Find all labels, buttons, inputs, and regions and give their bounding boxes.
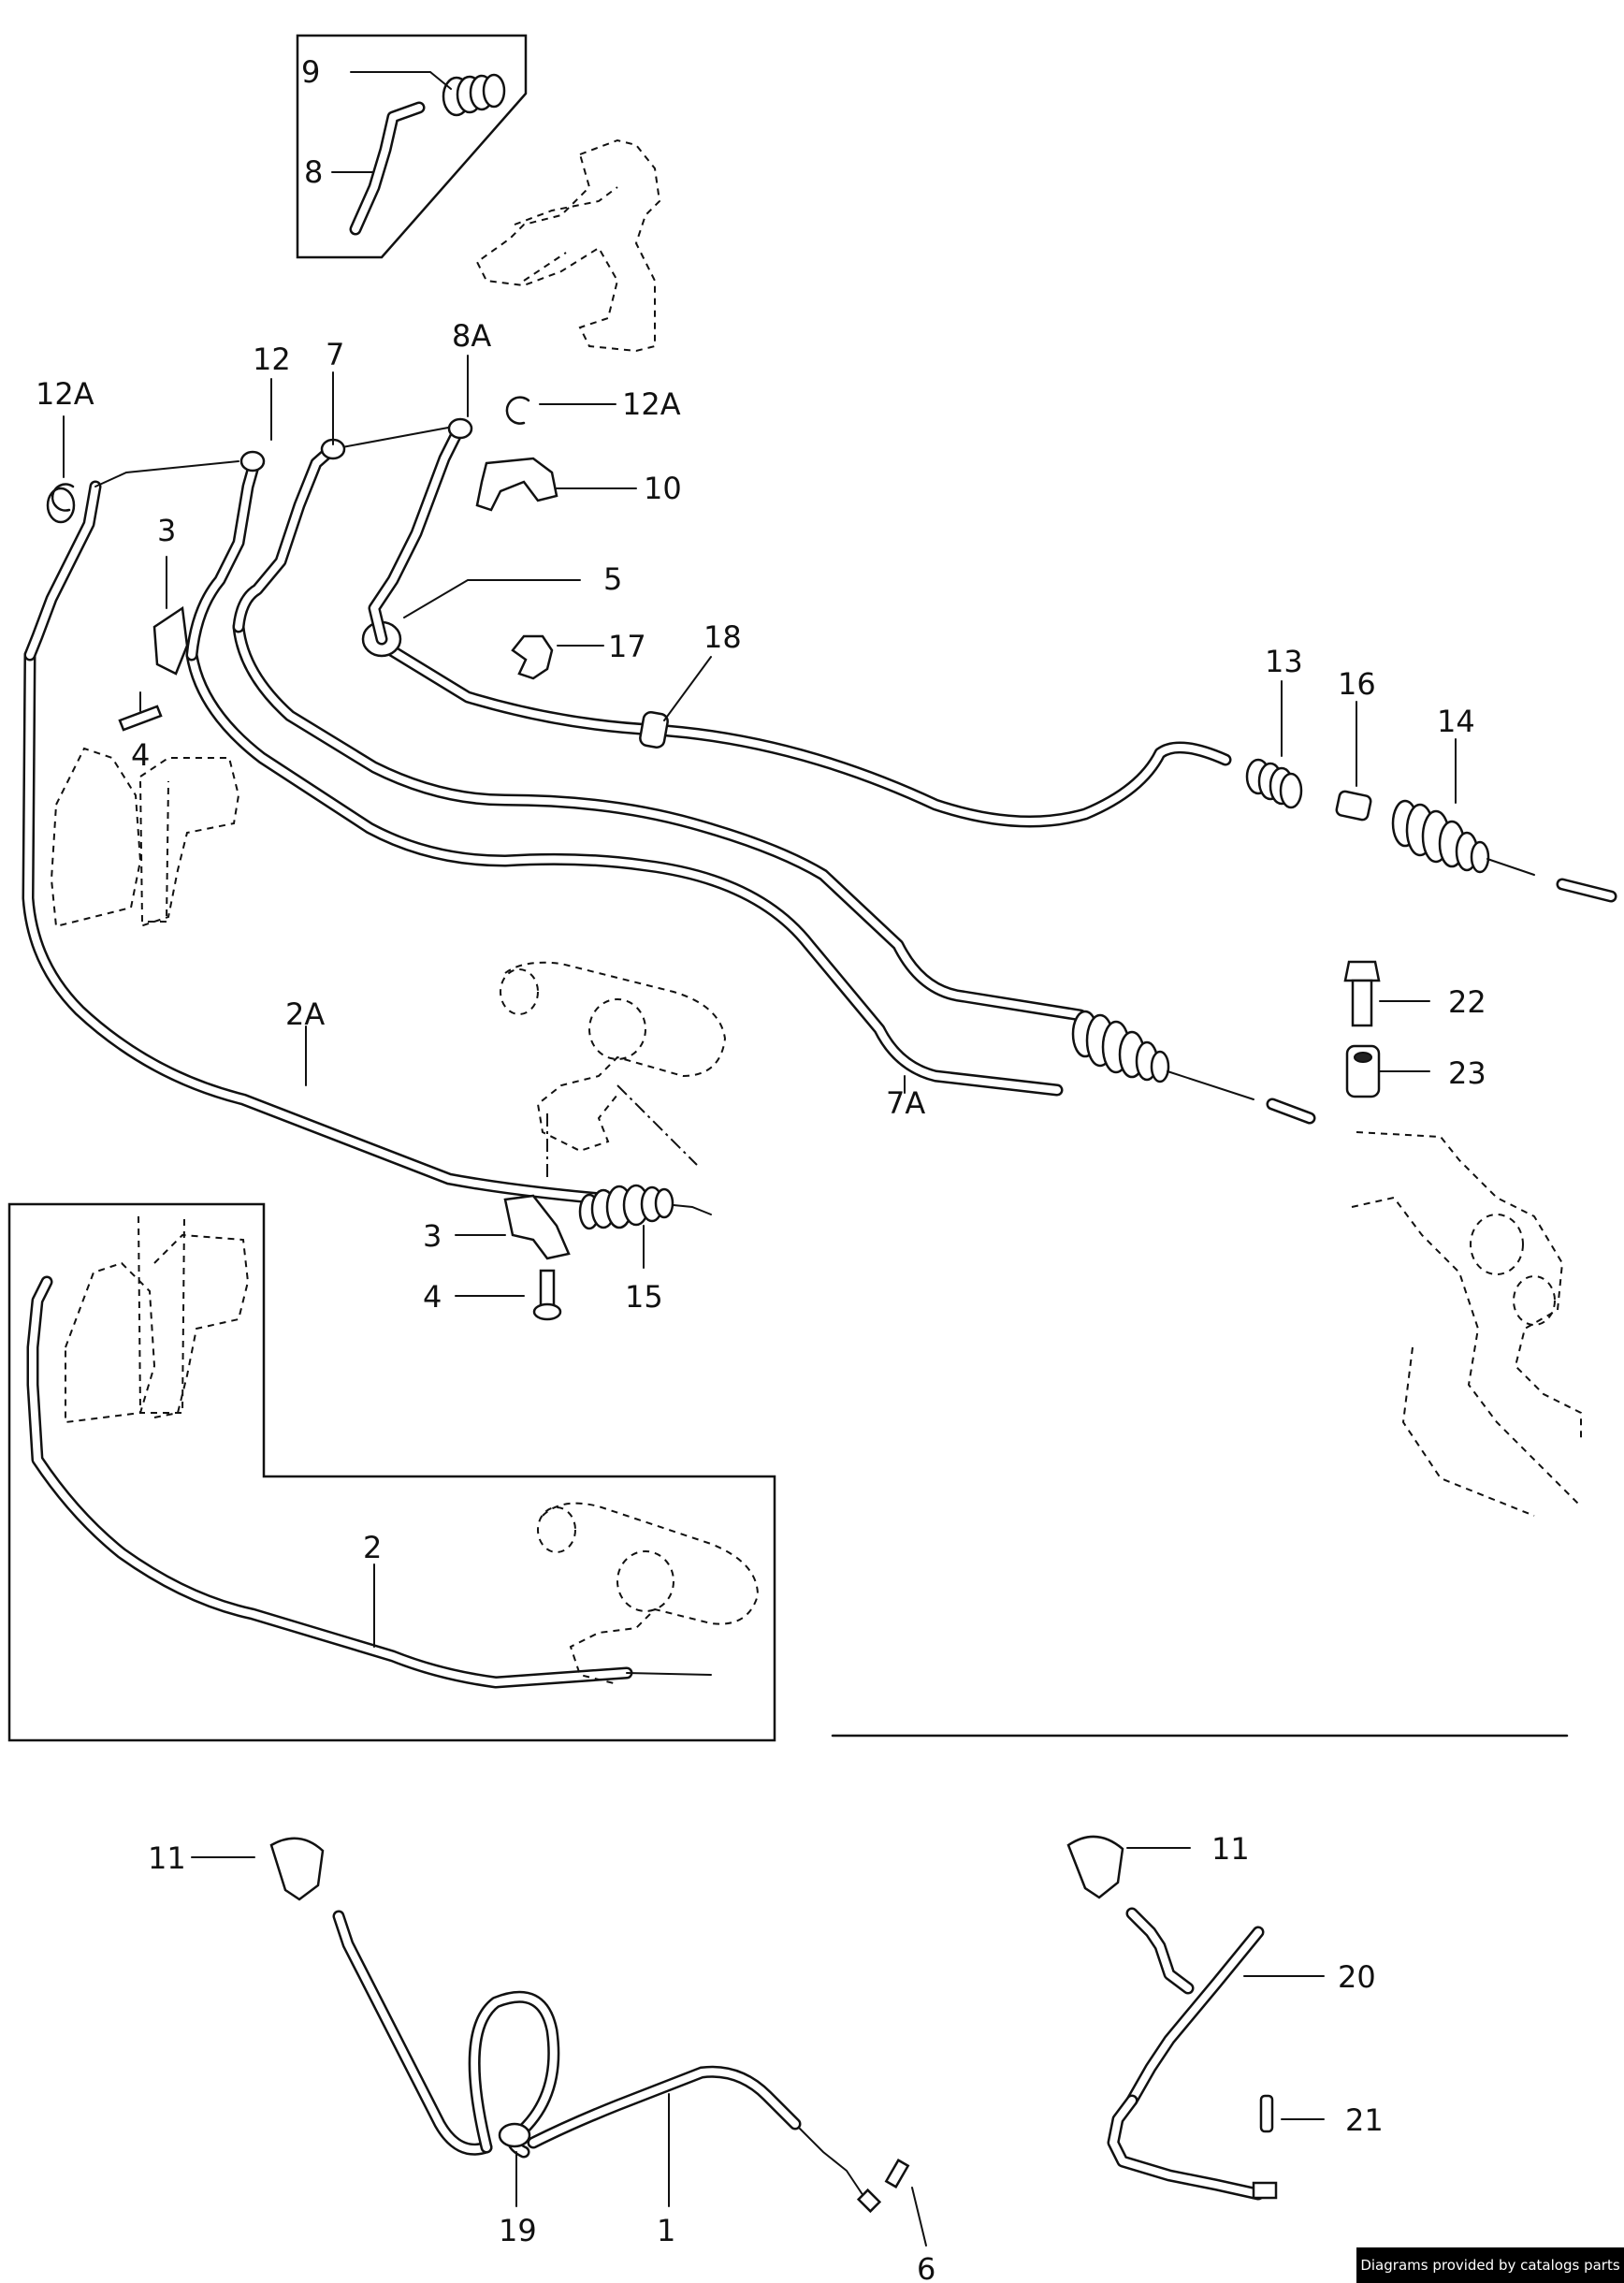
label-17: 17 xyxy=(608,629,646,664)
grommet-18 xyxy=(639,711,669,749)
label-12: 12 xyxy=(253,342,291,377)
label-8: 8 xyxy=(304,154,323,190)
label-11-right: 11 xyxy=(1211,1831,1250,1867)
label-2a: 2A xyxy=(285,996,325,1032)
leader-9 xyxy=(350,71,452,90)
sleeve-16 xyxy=(1335,790,1372,822)
circlip-12a-left xyxy=(51,483,75,512)
knob-11-right xyxy=(1066,1835,1124,1899)
label-23: 23 xyxy=(1448,1055,1486,1091)
callout-labels: 12A 12 7 8A 12A 10 3 4 5 17 18 13 16 14 … xyxy=(36,318,1486,2283)
label-5: 5 xyxy=(603,561,622,597)
label-12a-right: 12A xyxy=(622,386,681,422)
pin-6 xyxy=(884,2159,910,2188)
boot-13 xyxy=(1245,758,1303,809)
label-15: 15 xyxy=(625,1279,663,1315)
screw-4-mid xyxy=(532,1269,562,1321)
spring-9 xyxy=(442,73,506,117)
label-7a: 7A xyxy=(886,1085,925,1121)
label-9: 9 xyxy=(301,54,320,90)
cable-end-left xyxy=(856,2188,882,2214)
label-21: 21 xyxy=(1345,2102,1384,2138)
label-4-top: 4 xyxy=(131,737,150,773)
clip-17 xyxy=(511,634,554,680)
pedal-outline-right xyxy=(1351,1131,1582,1517)
label-16: 16 xyxy=(1338,666,1376,702)
label-10: 10 xyxy=(644,471,682,506)
shift-assembly-right xyxy=(1066,1835,1278,2201)
pedal-assembly-outline-top xyxy=(475,138,661,353)
cable-upper-ends xyxy=(23,417,473,662)
grommet-19 xyxy=(498,2122,531,2148)
label-11-left: 11 xyxy=(148,1840,186,1876)
label-8a: 8A xyxy=(452,318,491,354)
circlip-12a-right xyxy=(505,396,530,425)
top-inset: 9 8 xyxy=(296,34,528,259)
label-2: 2 xyxy=(363,1530,382,1565)
bracket-10 xyxy=(475,457,558,512)
screw-4-top xyxy=(118,705,163,732)
label-13: 13 xyxy=(1265,644,1303,679)
boot-15 xyxy=(578,1184,674,1230)
label-19: 19 xyxy=(499,2213,537,2248)
shift-assembly-left xyxy=(269,1837,910,2214)
label-20: 20 xyxy=(1338,1959,1376,1995)
cable-end-right xyxy=(1252,2181,1278,2200)
cable-7a xyxy=(185,648,1064,1097)
label-12a-left: 12A xyxy=(36,376,94,412)
inset-2-frame xyxy=(7,1202,776,1742)
label-7: 7 xyxy=(326,337,344,372)
bolt-22 xyxy=(1343,960,1381,1027)
top-inset-frame xyxy=(296,34,528,259)
credit-badge: Diagrams provided by catalogs parts xyxy=(1356,2247,1624,2283)
pedal-outline-left xyxy=(50,747,240,928)
cable-7 xyxy=(232,620,1087,1022)
bracket-3-mid xyxy=(503,1194,571,1260)
clip-8 xyxy=(349,101,426,236)
cable-18 xyxy=(361,620,1232,828)
label-14: 14 xyxy=(1437,704,1475,739)
pedal-outline-mid xyxy=(500,961,727,1179)
leader-lines xyxy=(63,355,1457,2247)
label-4-mid: 4 xyxy=(423,1279,442,1315)
cable-2-inset xyxy=(7,1202,776,1742)
boot-cable-7 xyxy=(1071,1010,1316,1125)
knob-11-left xyxy=(269,1837,325,1901)
label-18: 18 xyxy=(703,619,742,655)
label-1: 1 xyxy=(657,2213,675,2248)
label-3-top: 3 xyxy=(157,513,176,548)
nut-23 xyxy=(1345,1044,1381,1098)
label-22: 22 xyxy=(1448,984,1486,1020)
bracket-3-top xyxy=(152,605,189,676)
label-3-mid: 3 xyxy=(423,1218,442,1254)
label-6: 6 xyxy=(917,2251,935,2283)
boot-14 xyxy=(1391,799,1617,903)
pin-21 xyxy=(1259,2094,1274,2133)
